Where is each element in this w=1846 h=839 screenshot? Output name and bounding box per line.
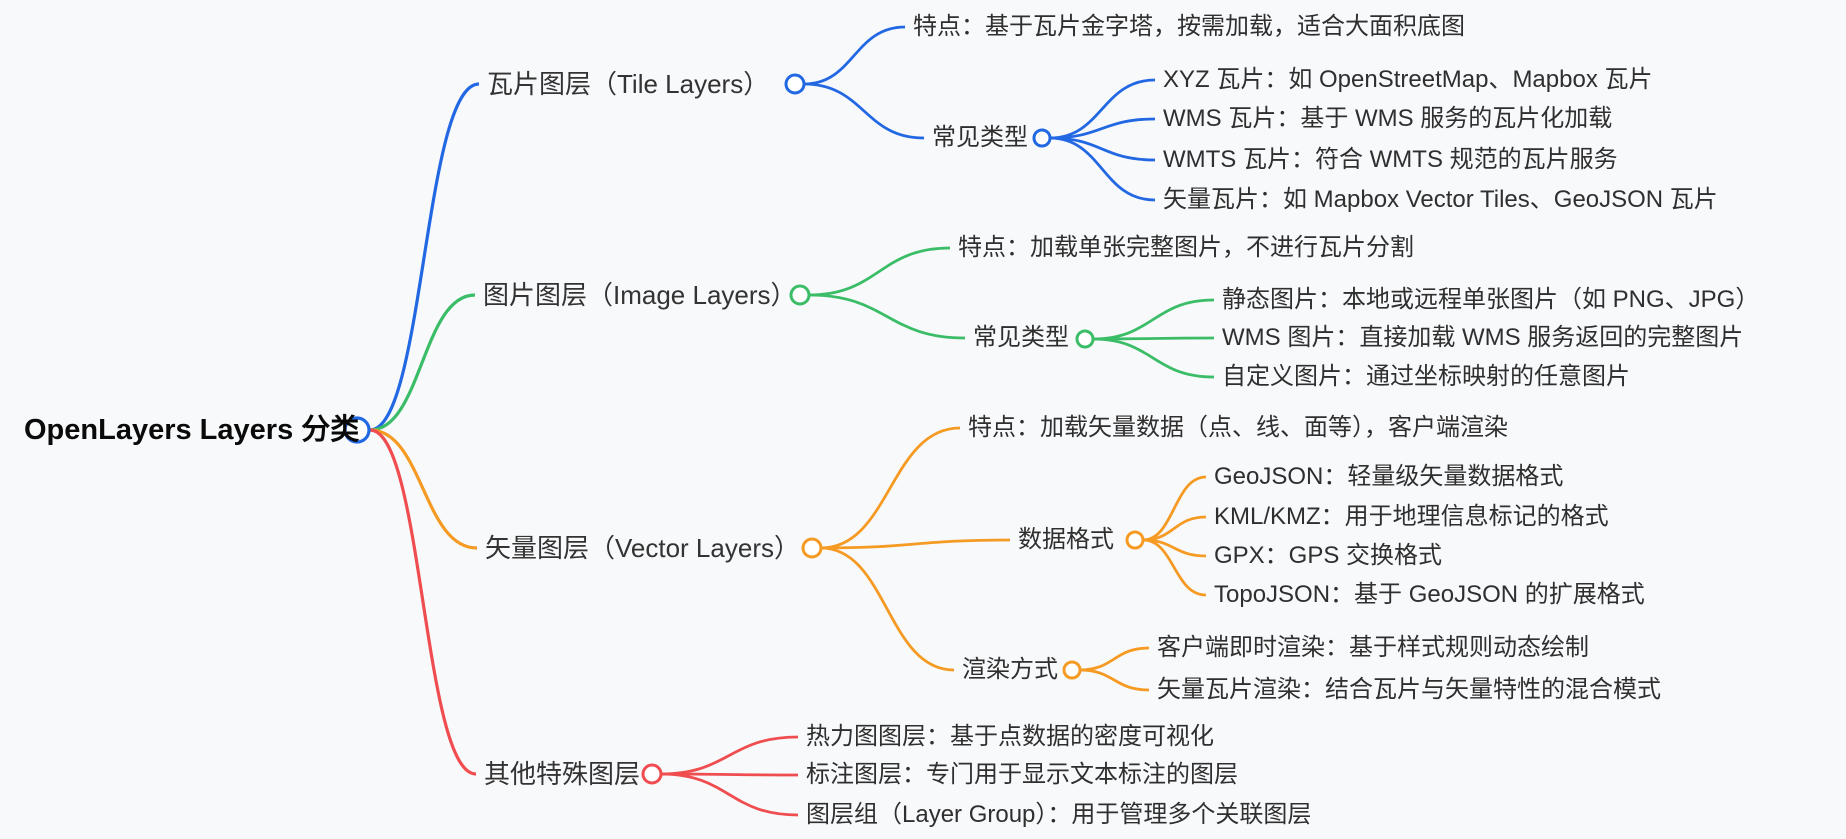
node-root[interactable]: OpenLayers Layers 分类 <box>24 414 360 446</box>
collapse-circle-vector[interactable] <box>801 537 823 559</box>
node-topojson[interactable]: TopoJSON：基于 GeoJSON 的扩展格式 <box>1214 581 1645 608</box>
link-tile-to-feature <box>803 25 906 86</box>
collapse-circle-data-formats[interactable] <box>1125 530 1145 550</box>
collapse-circle-root[interactable] <box>343 416 371 444</box>
link-vector-to-formats <box>820 538 1011 550</box>
node-label-layer[interactable]: 标注图层：专门用于显示文本标注的图层 <box>806 761 1238 788</box>
branch-tile-links <box>369 25 1156 432</box>
node-wmts-tile[interactable]: WMTS 瓦片：符合 WMTS 规范的瓦片服务 <box>1163 146 1618 173</box>
link-vector-to-render <box>820 546 955 672</box>
node-tile-layers[interactable]: 瓦片图层（Tile Layers） <box>487 69 770 99</box>
link-render-to-vectortile <box>1079 668 1150 692</box>
link-other-to-group <box>660 772 799 817</box>
collapse-circle-render-modes[interactable] <box>1062 660 1082 680</box>
link-render-to-client <box>1079 646 1150 672</box>
node-tile-types[interactable]: 常见类型 <box>932 124 1028 151</box>
node-geojson[interactable]: GeoJSON：轻量级矢量数据格式 <box>1214 463 1564 490</box>
node-image-feature[interactable]: 特点：加载单张完整图片，不进行瓦片分割 <box>958 234 1414 261</box>
collapse-circle-image-types[interactable] <box>1075 329 1095 349</box>
link-formats-to-geojson <box>1142 475 1207 542</box>
branch-other-links <box>369 428 799 817</box>
node-heatmap-layer[interactable]: 热力图图层：基于点数据的密度可视化 <box>806 723 1214 750</box>
collapse-circle-other[interactable] <box>641 763 663 785</box>
node-gpx[interactable]: GPX：GPS 交换格式 <box>1214 542 1443 569</box>
link-root-to-tile <box>369 82 480 432</box>
node-image-layers[interactable]: 图片图层（Image Layers） <box>483 280 797 310</box>
link-imagetypes-to-custom <box>1092 337 1215 379</box>
link-formats-to-topojson <box>1142 538 1207 597</box>
link-tiletypes-to-xyz <box>1049 78 1156 140</box>
link-root-to-image <box>369 293 476 432</box>
node-vector-layers[interactable]: 矢量图层（Vector Layers） <box>485 533 800 563</box>
node-static-image[interactable]: 静态图片：本地或远程单张图片（如 PNG、JPG） <box>1222 286 1760 313</box>
link-image-to-types <box>808 293 966 340</box>
node-render-modes[interactable]: 渲染方式 <box>962 656 1058 683</box>
link-imagetypes-to-wms <box>1092 336 1215 341</box>
link-root-to-other <box>369 428 477 776</box>
node-xyz-tile[interactable]: XYZ 瓦片：如 OpenStreetMap、Mapbox 瓦片 <box>1163 66 1653 93</box>
node-layer-group[interactable]: 图层组（Layer Group）：用于管理多个关联图层 <box>806 801 1312 828</box>
link-vector-to-feature <box>820 426 961 550</box>
node-tile-feature[interactable]: 特点：基于瓦片金字塔，按需加载，适合大面积底图 <box>913 13 1465 40</box>
link-tile-to-types <box>803 82 925 140</box>
collapse-circle-tile-types[interactable] <box>1032 128 1052 148</box>
node-vector-tile[interactable]: 矢量瓦片：如 Mapbox Vector Tiles、GeoJSON 瓦片 <box>1163 186 1718 213</box>
collapse-circle-image[interactable] <box>789 284 811 306</box>
node-image-types[interactable]: 常见类型 <box>973 324 1069 351</box>
branch-image-links <box>369 246 1215 432</box>
node-wms-tile[interactable]: WMS 瓦片：基于 WMS 服务的瓦片化加载 <box>1163 105 1613 132</box>
node-client-render[interactable]: 客户端即时渲染：基于样式规则动态绘制 <box>1157 634 1589 661</box>
node-wms-image[interactable]: WMS 图片：直接加载 WMS 服务返回的完整图片 <box>1222 324 1744 351</box>
node-vector-feature[interactable]: 特点：加载矢量数据（点、线、面等），客户端渲染 <box>968 414 1508 441</box>
node-other-layers[interactable]: 其他特殊图层 <box>484 759 641 789</box>
link-image-to-feature <box>808 246 951 297</box>
collapse-circle-tile[interactable] <box>784 73 806 95</box>
node-data-formats[interactable]: 数据格式 <box>1018 526 1114 553</box>
link-tiletypes-to-wms <box>1049 117 1156 140</box>
node-vectortile-render[interactable]: 矢量瓦片渲染：结合瓦片与矢量特性的混合模式 <box>1157 676 1661 703</box>
branch-vector-links <box>369 426 1207 692</box>
node-custom-image[interactable]: 自定义图片：通过坐标映射的任意图片 <box>1222 363 1630 390</box>
link-imagetypes-to-static <box>1092 298 1215 341</box>
link-root-to-vector <box>369 428 478 550</box>
node-kml-kmz[interactable]: KML/KMZ：用于地理信息标记的格式 <box>1214 503 1609 530</box>
link-other-to-heatmap <box>660 735 799 776</box>
link-tiletypes-to-vectortile <box>1049 136 1156 202</box>
